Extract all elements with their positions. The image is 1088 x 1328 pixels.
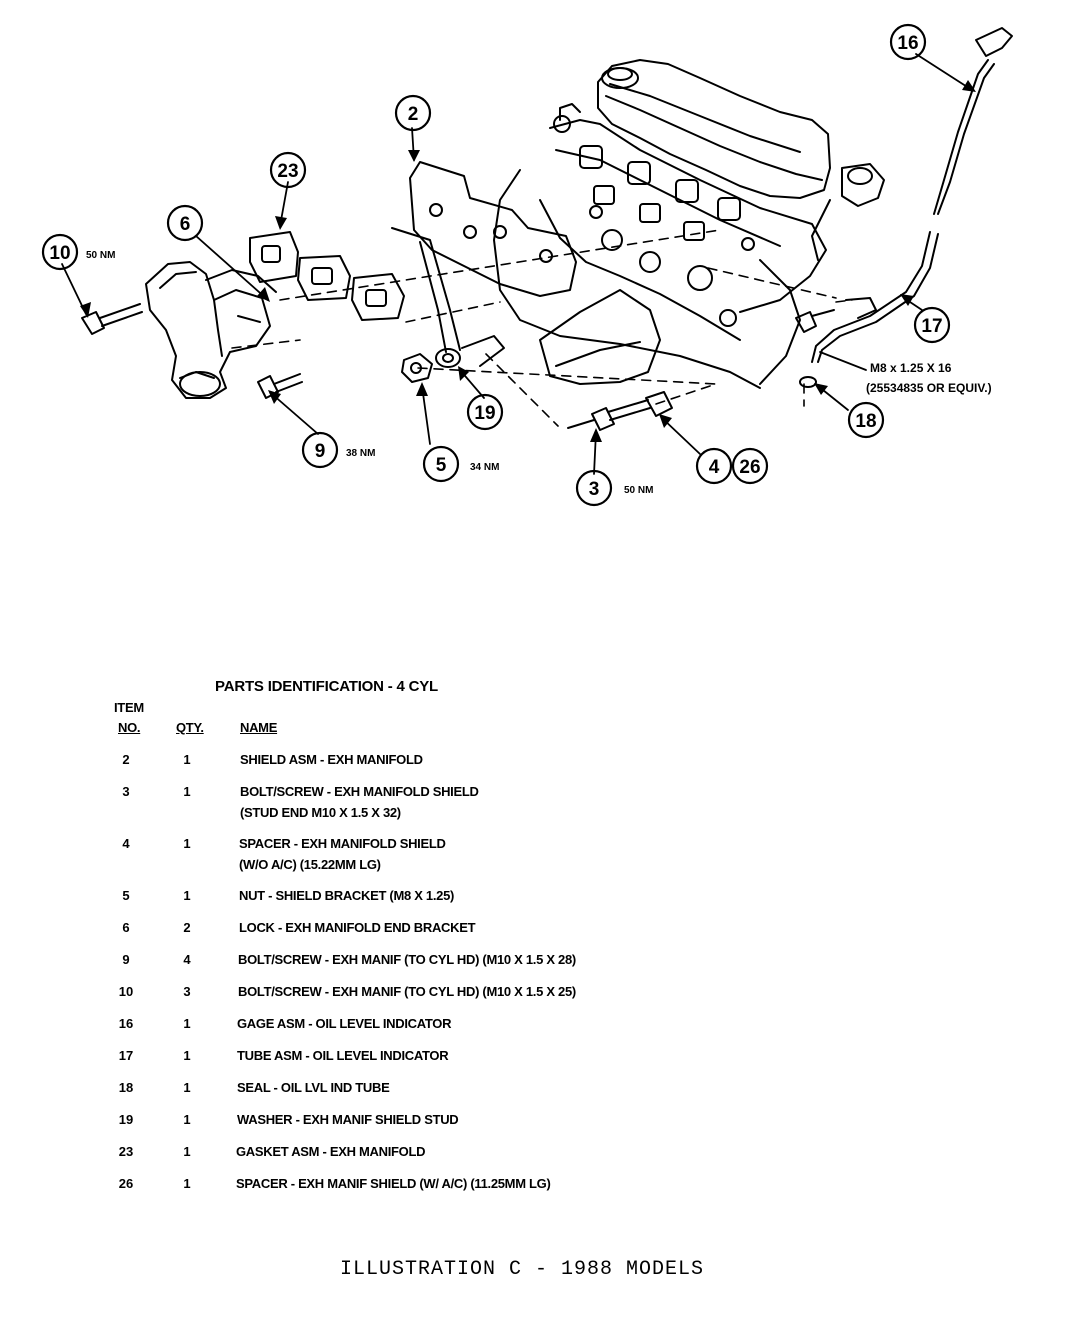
dipstick-drawing (811, 27, 1013, 363)
bolt-spec-line1: M8 x 1.25 X 16 (870, 361, 952, 375)
item-no: 3 (122, 784, 130, 799)
item-name: SPACER - EXH MANIF SHIELD (W/ A/C) (11.2… (236, 1176, 551, 1191)
parts-table-title: PARTS IDENTIFICATION - 4 CYL (215, 678, 439, 695)
item-name: SPACER - EXH MANIFOLD SHIELD (239, 836, 446, 851)
header-item: ITEM (114, 700, 144, 715)
engine-block-drawing (493, 59, 885, 389)
callout-23: 23 (277, 161, 298, 182)
arrow-heads (80, 80, 976, 442)
exhaust-manifold-drawing (145, 261, 277, 399)
torque-9: 38 NM (346, 448, 375, 459)
table-row: 4 1 SPACER - EXH MANIFOLD SHIELD (W/O A/… (0, 836, 900, 880)
item-no: 18 (118, 1080, 134, 1095)
callout-16: 16 (897, 33, 918, 54)
callout-19: 19 (474, 403, 495, 424)
callout-17: 17 (921, 316, 942, 337)
callout-9: 9 (315, 441, 326, 462)
callout-circles (41, 23, 951, 507)
table-row: 18 1 SEAL - OIL LVL IND TUBE (0, 1080, 900, 1112)
callout-labels: 2 23 6 10 16 17 18 19 9 5 3 4 26 (49, 33, 942, 500)
table-row: 6 2 LOCK - EXH MANIFOLD END BRACKET (0, 920, 900, 952)
callout-10: 10 (49, 243, 70, 264)
table-row: 9 4 BOLT/SCREW - EXH MANIF (TO CYL HD) (… (0, 952, 900, 984)
item-name: LOCK - EXH MANIFOLD END BRACKET (239, 920, 476, 935)
item-no: 16 (118, 1016, 134, 1031)
table-row: 23 1 GASKET ASM - EXH MANIFOLD (0, 1144, 900, 1176)
table-row: 26 1 SPACER - EXH MANIF SHIELD (W/ A/C) … (0, 1176, 900, 1208)
heat-shield-drawing (391, 161, 577, 353)
table-row: 5 1 NUT - SHIELD BRACKET (M8 X 1.25) (0, 888, 900, 920)
item-no: 17 (118, 1048, 134, 1063)
item-no: 9 (122, 952, 130, 967)
item-qty: 1 (183, 784, 191, 799)
item-qty: 4 (183, 952, 191, 967)
torque-labels: 50 NM 38 NM 34 NM 50 NM (86, 250, 653, 496)
item-name: BOLT/SCREW - EXH MANIF (TO CYL HD) (M10 … (238, 952, 576, 967)
item-name: WASHER - EXH MANIF SHIELD STUD (237, 1112, 459, 1127)
item-name-detail: (W/O A/C) (15.22MM LG) (239, 857, 381, 872)
item-no: 23 (118, 1144, 134, 1159)
item-name: NUT - SHIELD BRACKET (M8 X 1.25) (239, 888, 455, 903)
item-name-detail: (STUD END M10 X 1.5 X 32) (240, 805, 401, 820)
alignment-lines (231, 229, 853, 427)
callout-26: 26 (739, 457, 760, 478)
item-qty: 2 (183, 920, 191, 935)
item-name: TUBE ASM - OIL LEVEL INDICATOR (237, 1048, 449, 1063)
item-name: BOLT/SCREW - EXH MANIF (TO CYL HD) (M10 … (238, 984, 576, 999)
item-no: 6 (122, 920, 130, 935)
item-name: GASKET ASM - EXH MANIFOLD (236, 1144, 426, 1159)
callout-2: 2 (408, 104, 419, 125)
torque-3: 50 NM (624, 485, 653, 496)
item-name: SHIELD ASM - EXH MANIFOLD (240, 752, 423, 767)
item-qty: 1 (183, 1048, 191, 1063)
item-qty: 1 (183, 1080, 191, 1095)
bolt-spec-line2: (25534835 OR EQUIV.) (866, 381, 992, 395)
item-no: 10 (118, 984, 134, 999)
table-row: 19 1 WASHER - EXH MANIF SHIELD STUD (0, 1112, 900, 1144)
gasket-drawing (249, 231, 405, 321)
item-qty: 1 (183, 752, 191, 767)
item-qty: 1 (183, 836, 191, 851)
table-row: 10 3 BOLT/SCREW - EXH MANIF (TO CYL HD) … (0, 984, 900, 1016)
illustration-caption: ILLUSTRATION C - 1988 MODELS (340, 1258, 705, 1281)
table-row: 16 1 GAGE ASM - OIL LEVEL INDICATOR (0, 1016, 900, 1048)
item-qty: 1 (183, 1176, 191, 1191)
callout-6: 6 (180, 214, 191, 235)
item-qty: 1 (183, 1112, 191, 1127)
callout-4: 4 (709, 457, 720, 478)
item-no: 2 (122, 752, 130, 767)
table-row: 17 1 TUBE ASM - OIL LEVEL INDICATOR (0, 1048, 900, 1080)
table-row: 2 1 SHIELD ASM - EXH MANIFOLD (0, 752, 900, 784)
callout-5: 5 (436, 455, 447, 476)
item-no: 26 (118, 1176, 134, 1191)
callout-3: 3 (589, 479, 600, 500)
item-name: GAGE ASM - OIL LEVEL INDICATOR (237, 1016, 452, 1031)
leader-lines (61, 53, 973, 475)
item-name: SEAL - OIL LVL IND TUBE (237, 1080, 390, 1095)
item-no: 19 (118, 1112, 134, 1127)
item-no: 4 (122, 836, 130, 851)
item-name: BOLT/SCREW - EXH MANIFOLD SHIELD (240, 784, 479, 799)
hardware-drawing (81, 303, 835, 431)
item-qty: 3 (183, 984, 191, 999)
header-no: NO. (118, 720, 141, 735)
item-no: 5 (122, 888, 130, 903)
callout-18: 18 (855, 411, 876, 432)
exploded-parts-diagram: 2 23 6 10 16 17 18 19 9 5 3 4 26 50 NM 3… (41, 23, 1013, 507)
item-qty: 1 (183, 1144, 191, 1159)
item-qty: 1 (183, 1016, 191, 1031)
header-qty: QTY. (176, 720, 204, 735)
torque-10: 50 NM (86, 250, 115, 261)
item-qty: 1 (183, 888, 191, 903)
torque-5: 34 NM (470, 462, 499, 473)
table-row: 3 1 BOLT/SCREW - EXH MANIFOLD SHIELD (ST… (0, 784, 900, 828)
header-name: NAME (240, 720, 278, 735)
